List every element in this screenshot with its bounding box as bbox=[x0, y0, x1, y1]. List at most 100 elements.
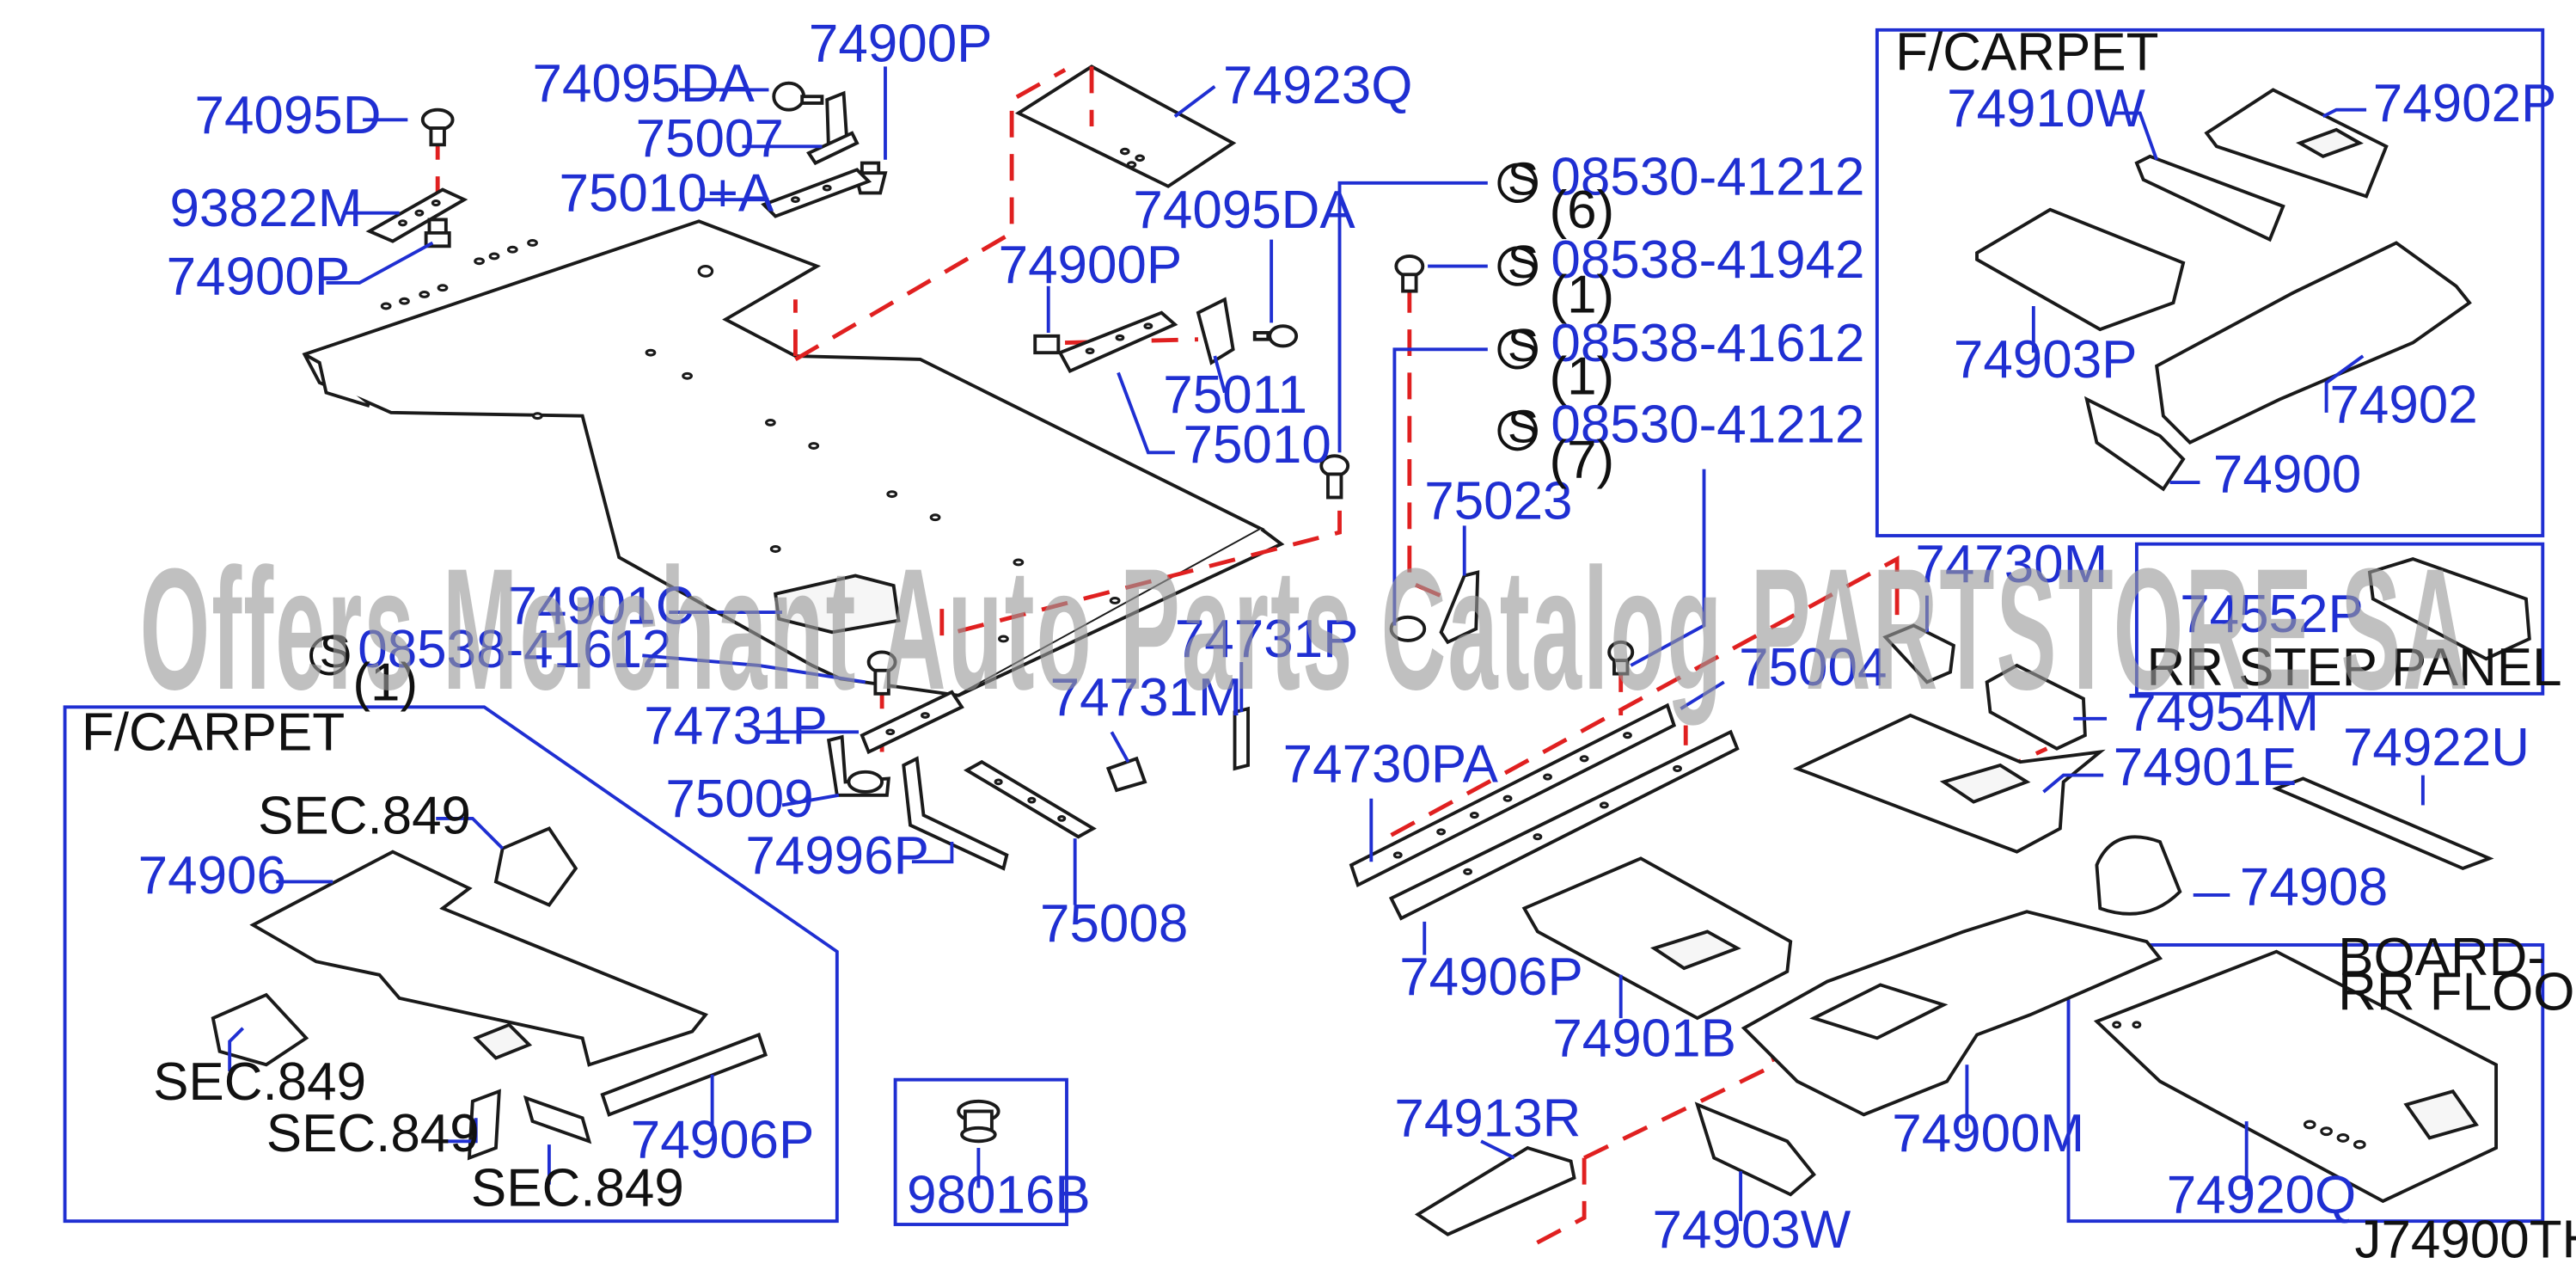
rail-74913r bbox=[1414, 1145, 1576, 1236]
label-75009[interactable]: 75009 bbox=[665, 770, 813, 829]
label-74731p[interactable]: 74731P bbox=[644, 696, 828, 756]
svg-text:S: S bbox=[320, 626, 351, 678]
bracket-74731p-b bbox=[1233, 706, 1250, 771]
screw-callouts: S 08530-41212 (6) S 08538-41942 (1) S 08… bbox=[309, 147, 1865, 713]
trim-74903w bbox=[1694, 1101, 1816, 1197]
diagram-code: J74900TH bbox=[2355, 1211, 2576, 1270]
inset-box-board-rr-floor bbox=[2066, 943, 2545, 1224]
label-74908[interactable]: 74908 bbox=[2240, 858, 2388, 917]
label-75010[interactable]: 75010 bbox=[1184, 415, 1331, 475]
board-74923q bbox=[1014, 64, 1237, 188]
label-74095da-b[interactable]: 74095DA bbox=[1133, 181, 1355, 240]
panel-title-board-2: RR FLOOR bbox=[2338, 962, 2576, 1021]
label-74900m[interactable]: 74900M bbox=[1892, 1104, 2084, 1163]
label-74906p-a[interactable]: 74906P bbox=[1399, 948, 1583, 1007]
label-74731m[interactable]: 74731M bbox=[1050, 668, 1243, 727]
screw-callout-4[interactable]: S 08530-41212 (7) bbox=[1497, 396, 1865, 490]
clip-74731m bbox=[1105, 756, 1147, 793]
board-74920q bbox=[2093, 949, 2499, 1204]
carpet-74901b bbox=[1521, 856, 1793, 1021]
inset-box-rr-step-panel bbox=[2134, 542, 2545, 696]
svg-text:S: S bbox=[1508, 153, 1539, 205]
panel-title-f-carpet-left: F/CARPET bbox=[82, 703, 345, 763]
bracket-75023 bbox=[1389, 570, 1480, 645]
label-74095da-a[interactable]: 74095DA bbox=[533, 54, 756, 113]
label-74900p-c[interactable]: 74900P bbox=[999, 236, 1183, 295]
label-75008[interactable]: 75008 bbox=[1040, 894, 1188, 954]
label-74903p[interactable]: 74903P bbox=[1954, 330, 2138, 390]
inset-left-parts bbox=[211, 826, 768, 1161]
label-74922u[interactable]: 74922U bbox=[2343, 718, 2530, 777]
label-74730m[interactable]: 74730M bbox=[1915, 535, 2108, 594]
clip-74095da-a bbox=[772, 81, 824, 112]
label-74910w[interactable]: 74910W bbox=[1947, 79, 2145, 138]
rail-75008 bbox=[963, 759, 1097, 839]
label-75023[interactable]: 75023 bbox=[1424, 472, 1572, 531]
carpet-74901e bbox=[1792, 713, 2106, 854]
label-sec-849-4[interactable]: SEC.849 bbox=[471, 1159, 684, 1218]
rail-74996p bbox=[902, 756, 1009, 871]
label-74913r[interactable]: 74913R bbox=[1394, 1089, 1581, 1148]
label-74731p-b[interactable]: 74731P bbox=[1175, 610, 1359, 669]
svg-text:08538-41612: 08538-41612 bbox=[358, 620, 671, 679]
carpet-74900m bbox=[1741, 910, 2163, 1117]
screw-callout-3[interactable]: S 08538-41612 (1) bbox=[1497, 314, 1865, 407]
rear-floor-board bbox=[302, 219, 1285, 697]
label-sec-849-2[interactable]: SEC.849 bbox=[153, 1052, 366, 1112]
bracket-75010 bbox=[1057, 310, 1178, 373]
inset-box-front-carpet-left bbox=[63, 705, 839, 1224]
screw-callout-5[interactable]: S 08538-41612 (1) bbox=[309, 620, 671, 713]
label-sec-849-3[interactable]: SEC.849 bbox=[266, 1104, 480, 1163]
label-98016b[interactable]: 98016B bbox=[907, 1165, 1091, 1224]
label-74900p-a[interactable]: 74900P bbox=[167, 247, 351, 306]
screw-callout-2[interactable]: S 08538-41942 (1) bbox=[1497, 230, 1865, 325]
bracket-75011 bbox=[1196, 297, 1235, 365]
label-75010a[interactable]: 75010+A bbox=[560, 164, 774, 224]
label-74923q[interactable]: 74923Q bbox=[1223, 56, 1412, 115]
mat-74922u bbox=[2272, 776, 2494, 871]
label-74900[interactable]: 74900 bbox=[2213, 445, 2361, 505]
label-75007[interactable]: 75007 bbox=[636, 109, 784, 169]
screw-callout-1[interactable]: S 08530-41212 (6) bbox=[1497, 147, 1865, 240]
label-74901b[interactable]: 74901B bbox=[1552, 1009, 1736, 1069]
panel-title-board-1: BOARD- bbox=[2338, 928, 2545, 987]
label-74902p[interactable]: 74902P bbox=[2373, 74, 2557, 133]
svg-text:S: S bbox=[1508, 236, 1539, 288]
part-74552p bbox=[2367, 557, 2531, 661]
part-labels: 74095D 93822M 74900P 74095DA 74900P 7500… bbox=[82, 15, 2576, 1270]
label-74906[interactable]: 74906 bbox=[138, 846, 286, 905]
label-74901c[interactable]: 74901C bbox=[507, 577, 694, 636]
bracket-93822m bbox=[365, 187, 468, 243]
label-74902[interactable]: 74902 bbox=[2329, 375, 2477, 434]
svg-text:(6): (6) bbox=[1549, 181, 1614, 240]
bracket-75007 bbox=[806, 90, 860, 166]
svg-text:08530-41212: 08530-41212 bbox=[1551, 396, 1864, 455]
label-74954m[interactable]: 74954M bbox=[2126, 683, 2319, 742]
svg-text:08530-41212: 08530-41212 bbox=[1551, 147, 1864, 206]
svg-text:(1): (1) bbox=[1549, 266, 1614, 325]
bracket-74731p bbox=[860, 690, 964, 755]
cover-74908 bbox=[2095, 835, 2182, 916]
part-74954m bbox=[1985, 663, 2087, 751]
label-74095d[interactable]: 74095D bbox=[195, 86, 382, 145]
label-sec-849-1[interactable]: SEC.849 bbox=[258, 786, 471, 845]
part-74730m bbox=[1882, 623, 1956, 684]
label-93822m[interactable]: 93822M bbox=[169, 179, 362, 238]
label-74903w[interactable]: 74903W bbox=[1652, 1200, 1851, 1260]
svg-text:S: S bbox=[1508, 402, 1539, 453]
label-74552p[interactable]: 74552P bbox=[2180, 585, 2364, 644]
clip-74095da-b bbox=[1252, 324, 1299, 348]
label-75011[interactable]: 75011 bbox=[1163, 365, 1307, 425]
watermark: Offers Merchant Auto Parts Catalog PARTS… bbox=[140, 532, 2469, 726]
label-74901e[interactable]: 74901E bbox=[2114, 738, 2298, 797]
label-74920q[interactable]: 74920Q bbox=[2167, 1165, 2356, 1224]
label-75004[interactable]: 75004 bbox=[1739, 638, 1887, 697]
label-74900p-b[interactable]: 74900P bbox=[809, 15, 993, 74]
bracket-75010a bbox=[761, 168, 872, 218]
svg-text:S: S bbox=[1508, 320, 1539, 371]
svg-text:08538-41942: 08538-41942 bbox=[1551, 230, 1864, 290]
label-74906p-b[interactable]: 74906P bbox=[631, 1111, 815, 1170]
retainer-74900p-c bbox=[1033, 334, 1061, 355]
label-74996p[interactable]: 74996P bbox=[745, 826, 929, 886]
label-74730pa[interactable]: 74730PA bbox=[1283, 734, 1499, 794]
